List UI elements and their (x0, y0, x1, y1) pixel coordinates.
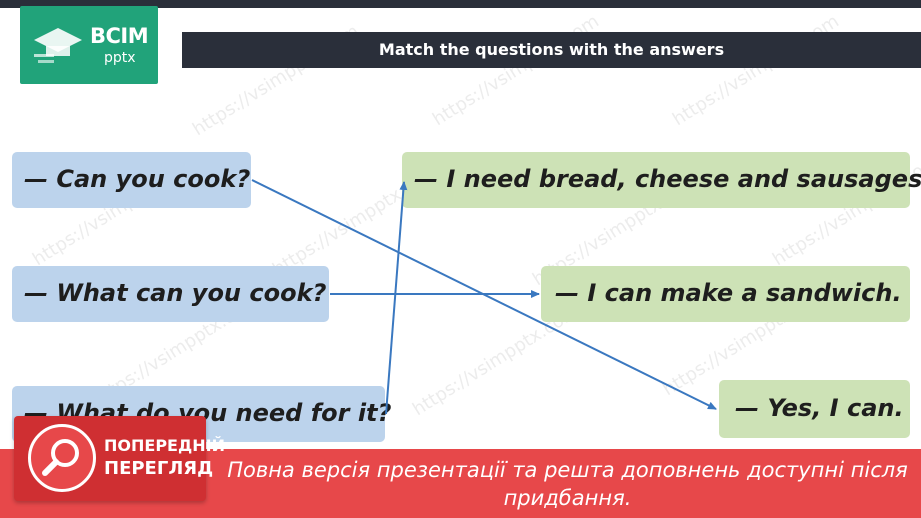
answer-box-2[interactable]: — I can make a sandwich. (541, 266, 910, 322)
slide-title: Match the questions with the answers (378, 40, 725, 59)
answer-text: — I need bread, cheese and sausages. (414, 165, 921, 193)
preview-badge[interactable]: ПОПЕРЕДНІЙ ПЕРЕГЛЯД (14, 416, 225, 501)
question-box-2[interactable]: — What can you cook? (12, 266, 329, 322)
answer-text: — Yes, I can. (735, 394, 904, 422)
brand-logo: ВСІМ pptx (20, 6, 158, 84)
top-bar (0, 0, 921, 8)
preview-label-line2: ПЕРЕГЛЯД (104, 458, 214, 479)
answer-box-3[interactable]: — Yes, I can. (719, 380, 910, 438)
preview-circle (28, 424, 96, 492)
answer-box-1[interactable]: — I need bread, cheese and sausages. (402, 152, 921, 208)
graduation-cap-icon (34, 28, 82, 63)
question-box-1[interactable]: — Can you cook? (12, 152, 251, 208)
preview-label-line1: ПОПЕРЕДНІЙ (104, 436, 225, 455)
question-text: — What can you cook? (24, 279, 327, 307)
logo-sub-text: pptx (104, 50, 136, 66)
slide-title-bar: Match the questions with the answers (182, 32, 921, 68)
arrow-q3-to-a1 (385, 181, 408, 415)
logo-brand-text: ВСІМ (90, 24, 149, 48)
purchase-message: Повна версія презентації та решта доповн… (227, 458, 908, 510)
magnifier-icon (42, 439, 79, 476)
question-text: — Can you cook? (24, 165, 251, 193)
answer-text: — I can make a sandwich. (555, 279, 902, 307)
